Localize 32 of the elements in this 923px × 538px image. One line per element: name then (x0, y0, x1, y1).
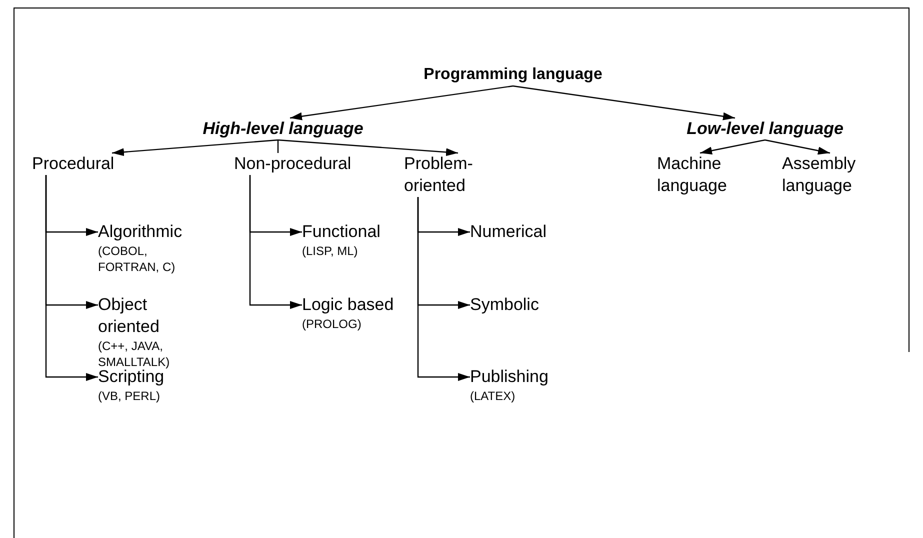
arrow (764, 139, 830, 155)
node-label: Symbolic (470, 294, 540, 316)
node-label: Numerical (470, 221, 548, 243)
arrow (417, 197, 470, 381)
node-note: (LATEX) (470, 388, 516, 404)
node-note: (C++, JAVA, SMALLTALK) (98, 338, 171, 370)
arrow (290, 85, 514, 120)
node-label: Non-procedural (234, 153, 352, 175)
node-label: Functional (302, 221, 382, 243)
node-note: (PROLOG) (302, 316, 362, 332)
node-label: Problem-oriented (404, 153, 474, 197)
node-label: Publishing (470, 366, 550, 388)
arrow (512, 85, 736, 120)
node-label: Machine language (657, 153, 728, 197)
node-note: (COBOL, FORTRAN, C) (98, 243, 176, 275)
arrow (45, 175, 98, 381)
node-label: Procedural (32, 153, 116, 175)
arrow (112, 139, 278, 156)
node-note: (LISP, ML) (302, 243, 359, 259)
node-label: Programming language (422, 65, 604, 85)
arrow (249, 175, 302, 309)
node-label: High-level language (202, 118, 364, 140)
arrow (700, 139, 766, 155)
arrow (278, 139, 458, 156)
node-label: Scripting (98, 367, 164, 388)
node-label: Object oriented (98, 294, 160, 338)
connector-line (277, 140, 279, 153)
node-label: Algorithmic (98, 221, 184, 243)
node-note: (VB, PERL) (98, 388, 162, 404)
node-label: Low-level language (686, 118, 844, 140)
node-label: Logic based (302, 294, 395, 316)
node-label: Assembly language (782, 153, 857, 197)
